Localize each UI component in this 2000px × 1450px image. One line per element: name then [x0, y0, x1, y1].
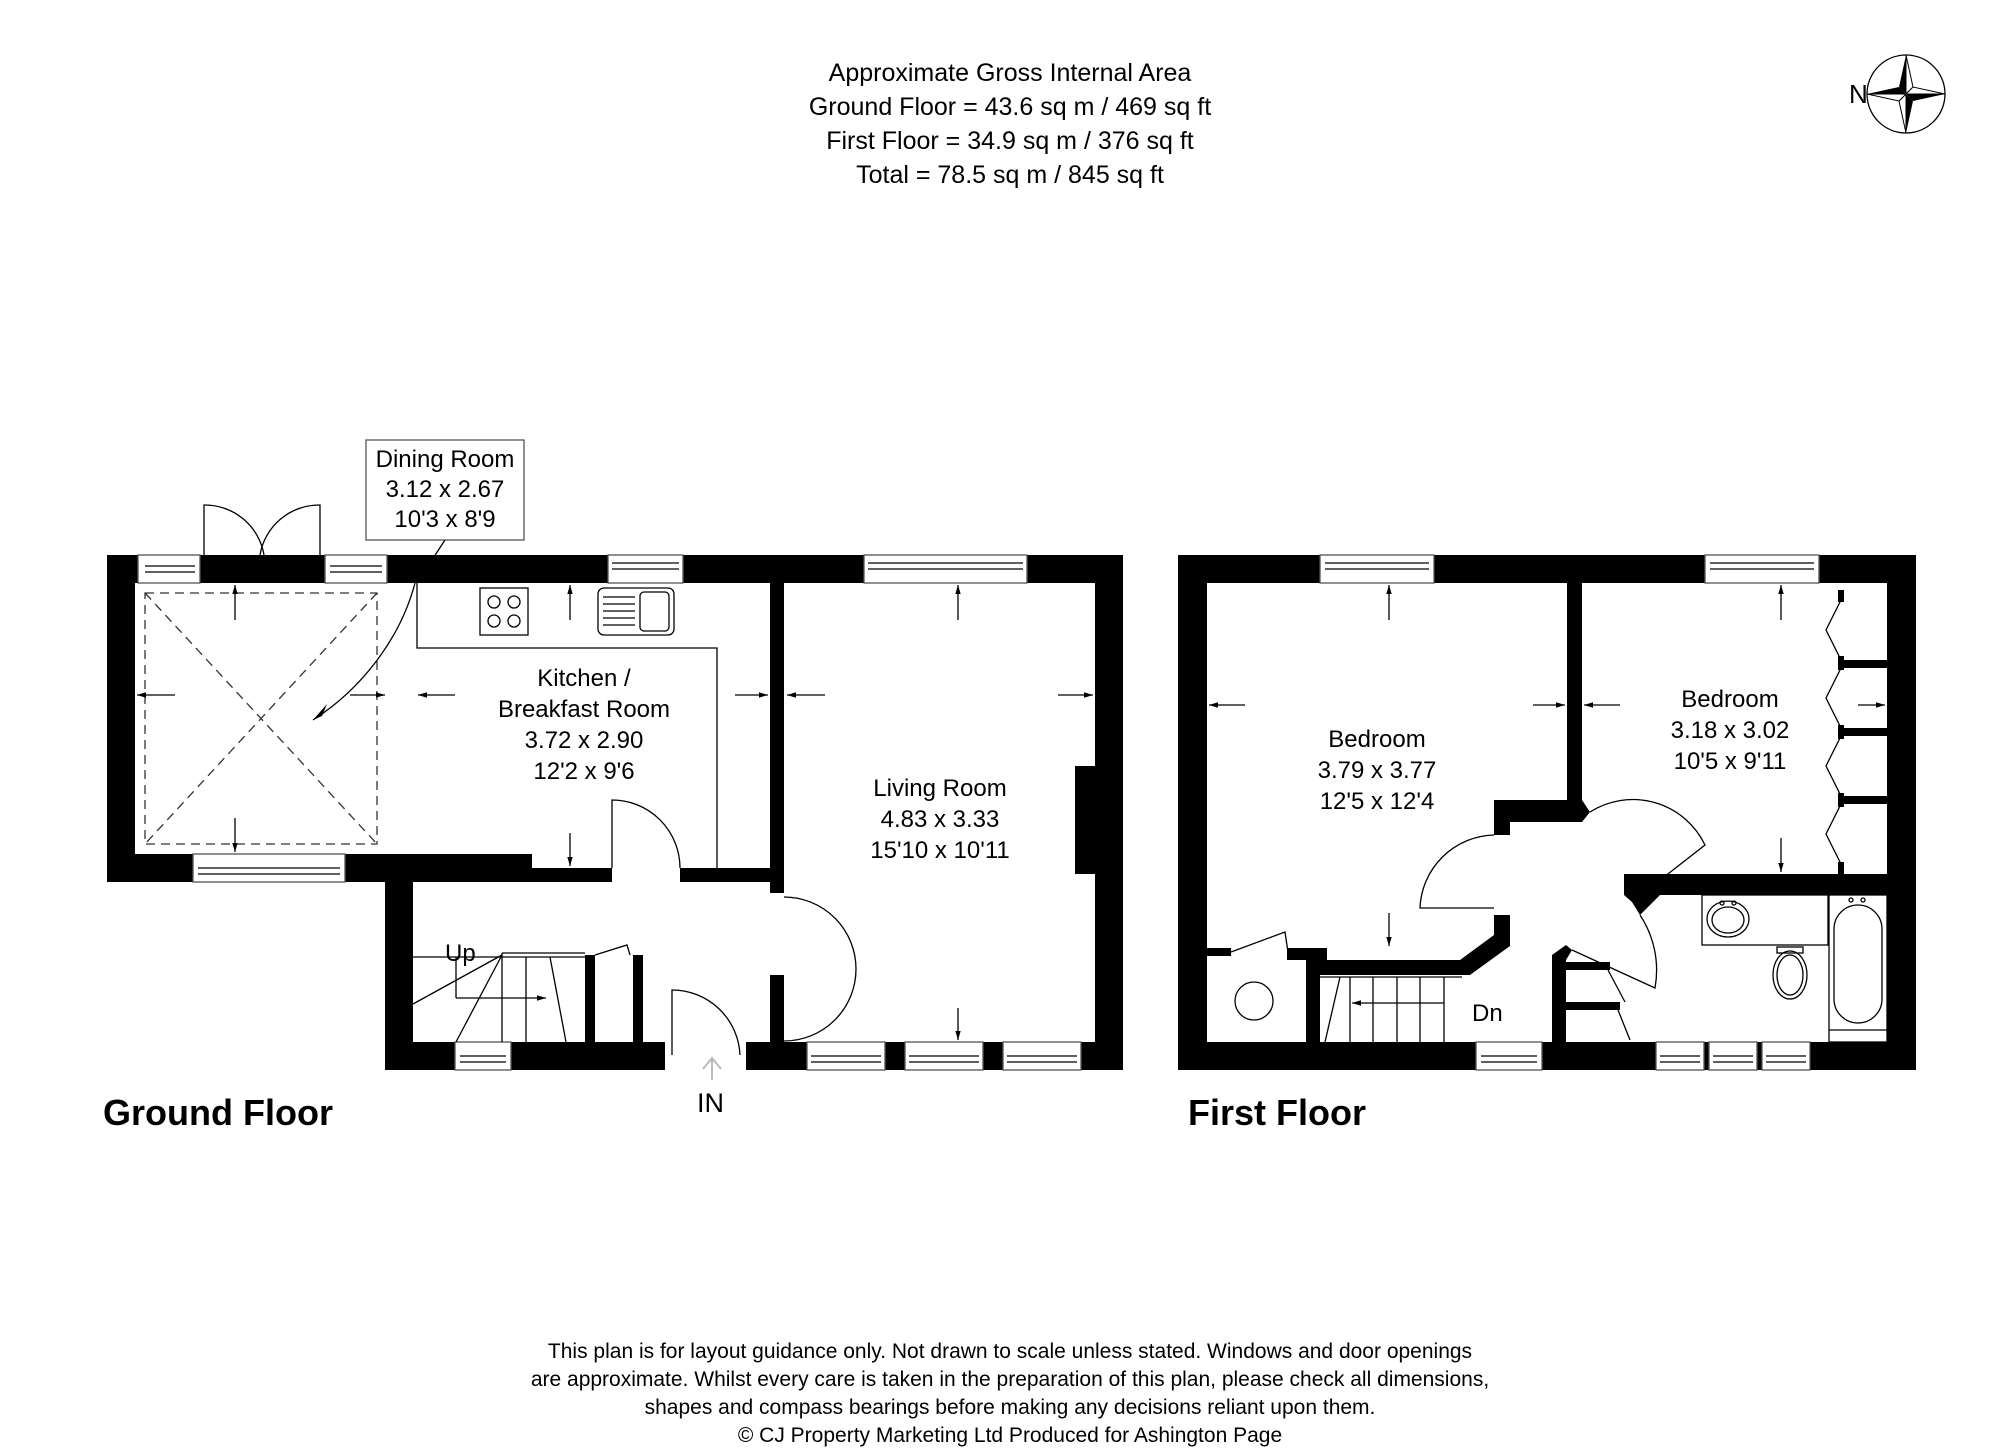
bedroom-2-name: Bedroom	[1681, 686, 1778, 713]
kitchen-imperial: 12'2 x 9'6	[533, 758, 634, 785]
dining-room-metric: 3.12 x 2.67	[386, 476, 505, 503]
stairs-up-label: Up	[445, 940, 476, 967]
disclaimer-line-2: are approximate. Whilst every care is ta…	[530, 1368, 1490, 1391]
bedroom-2-imperial: 10'5 x 9'11	[1674, 748, 1787, 775]
copyright-line: © CJ Property Marketing Ltd Produced for…	[737, 1424, 1283, 1447]
stairs-down-label: Dn	[1472, 1000, 1503, 1027]
total-area: Total = 78.5 sq m / 845 sq ft	[856, 161, 1164, 189]
area-title: Approximate Gross Internal Area	[828, 59, 1192, 87]
bedroom-2-metric: 3.18 x 3.02	[1671, 717, 1790, 744]
kitchen-name-line2: Breakfast Room	[498, 696, 670, 723]
entrance-arrow-icon	[702, 1056, 722, 1080]
disclaimer-line-1: This plan is for layout guidance only. N…	[547, 1340, 1473, 1363]
living-room-metric: 4.83 x 3.33	[881, 806, 1000, 833]
entrance-label: IN	[697, 1088, 724, 1118]
living-room-imperial: 15'10 x 10'11	[870, 837, 1010, 864]
disclaimer-line-3: shapes and compass bearings before makin…	[644, 1396, 1376, 1419]
dining-room-name: Dining Room	[376, 446, 515, 473]
kitchen-name-line1: Kitchen /	[537, 665, 631, 692]
ground-floor-stairs	[412, 944, 631, 1043]
first-floor-title: First Floor	[1188, 1092, 1366, 1133]
compass-rose-icon	[1866, 54, 1946, 134]
ground-floor-title: Ground Floor	[103, 1092, 333, 1133]
bedroom-1-name: Bedroom	[1328, 726, 1425, 753]
first-floor-stairs	[1320, 976, 1462, 1043]
living-room-name: Living Room	[873, 775, 1006, 802]
bedroom-1-metric: 3.79 x 3.77	[1318, 757, 1437, 784]
first-floor-area: First Floor = 34.9 sq m / 376 sq ft	[826, 127, 1194, 155]
disclaimer: This plan is for layout guidance only. N…	[0, 1338, 2000, 1450]
first-floor-plan	[1178, 554, 1916, 1071]
ground-floor-area: Ground Floor = 43.6 sq m / 469 sq ft	[808, 93, 1212, 121]
compass-north-label: N	[1849, 79, 1868, 109]
dining-room-imperial: 10'3 x 8'9	[394, 506, 495, 533]
bedroom-1-imperial: 12'5 x 12'4	[1320, 788, 1435, 815]
ground-floor-plan	[107, 439, 1123, 1080]
area-summary: Approximate Gross Internal Area Ground F…	[0, 56, 2000, 192]
kitchen-metric: 3.72 x 2.90	[525, 727, 644, 754]
